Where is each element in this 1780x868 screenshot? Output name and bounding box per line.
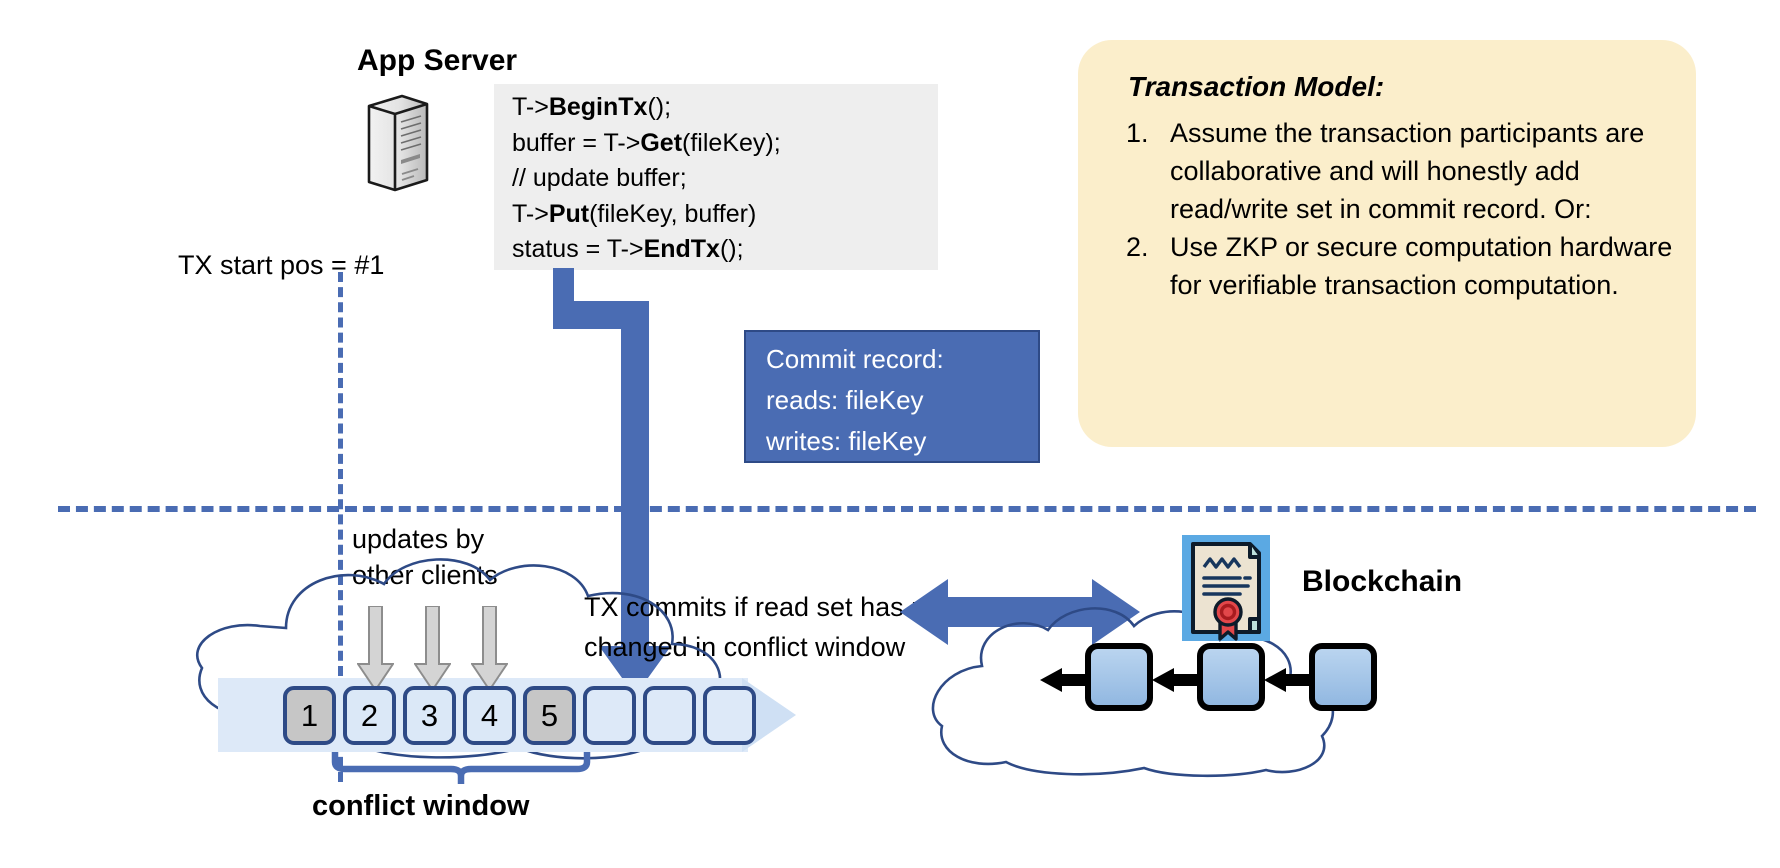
commit-record-writes: writes: fileKey bbox=[766, 426, 927, 456]
blockchain-cloud-shape bbox=[931, 607, 1335, 778]
code-line-5: status = T->EndTx(); bbox=[512, 235, 744, 263]
tx-commits-condition-label: TX commits if read set has not changed i… bbox=[584, 587, 949, 667]
list-item-text: Assume the transaction participants are … bbox=[1170, 118, 1645, 224]
sync-double-arrow bbox=[900, 579, 1140, 645]
commit-flow-arrow bbox=[553, 268, 671, 696]
ledger-cell[interactable]: 1 bbox=[283, 686, 336, 745]
server-tower-icon bbox=[367, 94, 429, 192]
ledger-cell[interactable] bbox=[703, 686, 756, 745]
transaction-model-list: 1. Assume the transaction participants a… bbox=[1126, 114, 1678, 304]
list-item: 1. Assume the transaction participants a… bbox=[1126, 114, 1678, 228]
update-arrow-icon bbox=[414, 606, 451, 692]
update-arrow-icon bbox=[357, 606, 394, 692]
commits-label-line2: changed in conflict window bbox=[584, 632, 906, 662]
tx-start-dashed-line bbox=[338, 272, 343, 782]
transaction-model-panel: Transaction Model: 1. Assume the transac… bbox=[1078, 40, 1696, 447]
app-server-title: App Server bbox=[357, 44, 518, 77]
list-item-number: 1. bbox=[1126, 118, 1149, 148]
ledger-cell[interactable] bbox=[583, 686, 636, 745]
commit-record-box: Commit record: reads: fileKey writes: fi… bbox=[744, 330, 1040, 463]
conflict-window-brace bbox=[331, 752, 591, 784]
ledger-cell[interactable]: 3 bbox=[403, 686, 456, 745]
ledger-block-row: 1 2 3 4 5 bbox=[283, 686, 756, 745]
updates-label-line1: updates by bbox=[352, 524, 485, 554]
code-block: T->BeginTx(); buffer = T->Get(fileKey); … bbox=[494, 84, 938, 270]
ledger-cell[interactable]: 2 bbox=[343, 686, 396, 745]
code-line-4: T->Put(fileKey, buffer) bbox=[512, 199, 757, 228]
blockchain-block-chain bbox=[1040, 643, 1377, 711]
layer-divider-dashed-line bbox=[58, 506, 1756, 512]
conflict-window-label: conflict window bbox=[312, 790, 530, 822]
transaction-model-title: Transaction Model: bbox=[1128, 71, 1385, 102]
blockchain-label: Blockchain bbox=[1302, 565, 1463, 598]
commits-label-line1: TX commits if read set has not bbox=[584, 592, 949, 622]
tx-start-position-label: TX start pos = #1 bbox=[178, 250, 385, 280]
commit-record-title: Commit record: bbox=[766, 344, 944, 374]
ledger-cell[interactable] bbox=[643, 686, 696, 745]
list-item: 2. Use ZKP or secure computation hardwar… bbox=[1126, 228, 1678, 304]
commit-record-reads: reads: fileKey bbox=[766, 385, 924, 415]
ledger-cell[interactable]: 4 bbox=[463, 686, 516, 745]
list-item-text: Use ZKP or secure computation hardware f… bbox=[1170, 232, 1673, 300]
certificate-seal-icon bbox=[1182, 535, 1270, 641]
code-line-1: T->BeginTx(); bbox=[512, 93, 672, 121]
code-line-3: // update buffer; bbox=[512, 164, 687, 192]
list-item-number: 2. bbox=[1126, 232, 1149, 262]
update-arrow-icon bbox=[471, 606, 508, 692]
ledger-cell[interactable]: 5 bbox=[523, 686, 576, 745]
code-line-2: buffer = T->Get(fileKey); bbox=[512, 128, 781, 157]
